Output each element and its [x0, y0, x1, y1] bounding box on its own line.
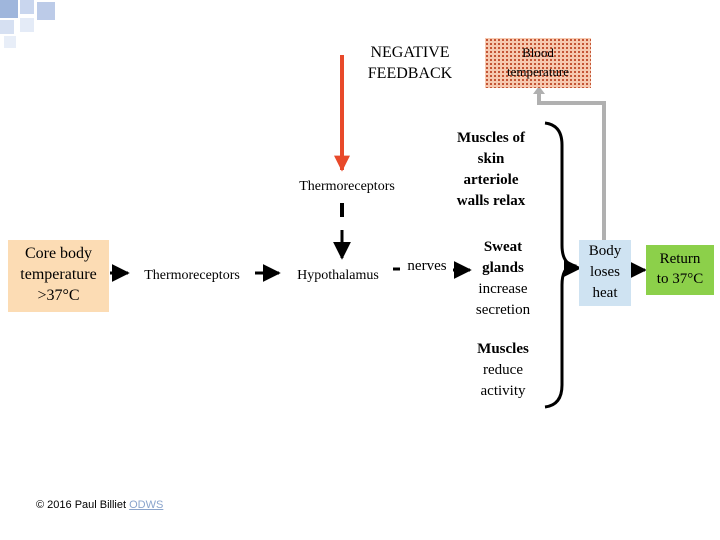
- feedback-loop-line: [537, 92, 606, 240]
- blood-temperature-box: Blood temperature: [485, 38, 591, 88]
- effect-muscles: Muscles reduce activity: [477, 341, 529, 399]
- negative-feedback-title: NEGATIVE FEEDBACK: [367, 44, 453, 82]
- body-loses-heat-box: Body loses heat: [579, 240, 631, 306]
- effect-arterioles: Muscles of skin arteriole walls relax: [456, 130, 526, 209]
- hypothalamus-label: Hypothalamus: [297, 268, 379, 283]
- return-box: Return to 37°C: [646, 245, 714, 295]
- effects-brace: [544, 121, 578, 409]
- thermoreceptors-top: Thermoreceptors: [299, 179, 395, 194]
- core-body-temperature-box: Core body temperature >37°C: [8, 240, 109, 312]
- thermoreceptors-left: Thermoreceptors: [144, 268, 240, 283]
- nerves-label: nerves: [407, 258, 447, 274]
- corner-square-decoration: [0, 20, 14, 34]
- corner-square-decoration: [20, 18, 34, 32]
- corner-square-decoration: [20, 0, 34, 14]
- effect-sweat-glands: Sweat glands increase secretion: [475, 239, 531, 318]
- corner-square-decoration: [37, 2, 55, 20]
- odws-link[interactable]: ODWS: [129, 499, 164, 511]
- corner-square-decoration: [4, 36, 16, 48]
- copyright-footer: © 2016 Paul Billiet ODWS: [36, 499, 164, 511]
- corner-square-decoration: [0, 0, 18, 18]
